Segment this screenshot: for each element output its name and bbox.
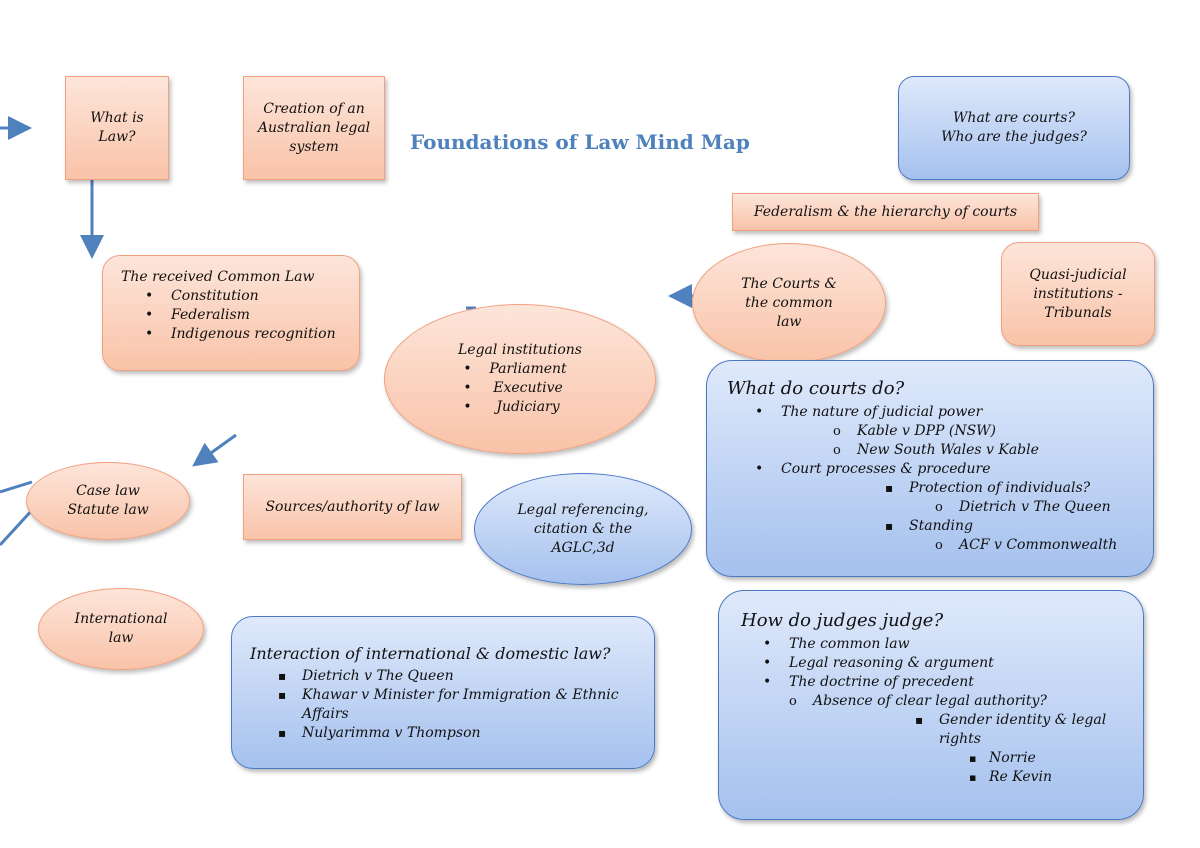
arrow-to-caselaw xyxy=(192,433,237,467)
node-text: The Courts & xyxy=(741,275,837,292)
list-item: Kable v DPP (NSW) xyxy=(833,422,1153,441)
node-text: Who are the judges? xyxy=(941,129,1087,145)
arrow-caselaw-left-2 xyxy=(0,506,36,547)
list-item: Dietrich v The Queen xyxy=(278,667,632,686)
node-text: Sources/authority of law xyxy=(265,498,440,515)
node-text: Australian legal xyxy=(257,119,371,136)
node-quasi-judicial: Quasi-judicial institutions - Tribunals xyxy=(1001,242,1155,346)
node-text: International xyxy=(74,611,168,627)
node-legal-referencing: Legal referencing, citation & the AGLC,3… xyxy=(474,473,692,585)
list-item: Legal reasoning & argument xyxy=(763,654,1143,673)
node-text: Law? xyxy=(98,129,136,145)
list-item: Standing xyxy=(885,517,1153,536)
list-item: New South Wales v Kable xyxy=(833,441,1153,460)
node-international-law: International law xyxy=(38,588,204,670)
list-item: Executive xyxy=(463,379,566,398)
list-item: Constitution xyxy=(145,287,359,306)
node-heading: How do judges judge? xyxy=(741,610,944,631)
page-title: Foundations of Law Mind Map xyxy=(410,130,750,154)
node-text: Case law xyxy=(76,483,140,499)
node-text: institutions - xyxy=(1033,285,1123,302)
list-item: Khawar v Minister for Immigration & Ethn… xyxy=(278,686,632,724)
node-federalism: Federalism & the hierarchy of courts xyxy=(732,193,1039,231)
list-item: Nulyarimma v Thompson xyxy=(278,724,632,743)
node-courts-common-law: The Courts & the common law xyxy=(692,243,886,363)
node-heading: The received Common Law xyxy=(121,269,315,285)
node-text: What is xyxy=(90,110,144,126)
list-item: Dietrich v The Queen xyxy=(935,498,1153,517)
list-item: Indigenous recognition xyxy=(145,325,359,344)
node-received-common-law: The received Common Law Constitution Fed… xyxy=(102,255,360,371)
node-courts-judges: What are courts? Who are the judges? xyxy=(898,76,1130,180)
node-legal-institutions: Legal institutions Parliament Executive … xyxy=(384,304,656,454)
node-text: AGLC,3d xyxy=(551,539,615,556)
list-item: Gender identity & legal xyxy=(915,711,1143,730)
list-item: The nature of judicial power xyxy=(755,403,1153,422)
node-text: Quasi-judicial xyxy=(1029,266,1127,283)
list-item: The doctrine of precedent xyxy=(763,673,1143,692)
node-case-law: Case law Statute law xyxy=(26,462,190,540)
node-text: law xyxy=(776,313,802,330)
node-sources: Sources/authority of law xyxy=(243,474,462,540)
list-item: Norrie xyxy=(969,749,1143,768)
node-heading: What do courts do? xyxy=(727,378,905,399)
list-item: ACF v Commonwealth xyxy=(935,536,1153,555)
node-text: system xyxy=(289,138,339,155)
list-item: Protection of individuals? xyxy=(885,479,1153,498)
list-item: Parliament xyxy=(463,360,566,379)
node-heading: Legal institutions xyxy=(458,342,582,358)
list-item: Court processes & procedure xyxy=(755,460,1153,479)
node-text: Statute law xyxy=(67,502,149,518)
node-text: What are courts? xyxy=(953,110,1075,126)
node-text: Tribunals xyxy=(1044,304,1112,321)
node-how-do-judges-judge: How do judges judge? The common law Lega… xyxy=(718,590,1144,820)
node-text: the common xyxy=(745,294,833,311)
list-item: Absence of clear legal authority? xyxy=(789,692,1143,711)
node-text: Federalism & the hierarchy of courts xyxy=(753,203,1018,220)
node-interaction: Interaction of international & domestic … xyxy=(231,616,655,769)
node-text: citation & the xyxy=(533,520,633,537)
node-what-is-law: What is Law? xyxy=(65,76,169,180)
list-item: Federalism xyxy=(145,306,359,325)
node-heading: Interaction of international & domestic … xyxy=(250,644,611,663)
node-creation: Creation of an Australian legal system xyxy=(243,76,385,180)
list-item: The common law xyxy=(763,635,1143,654)
arrow-caselaw-left-1 xyxy=(0,480,33,494)
node-text: Legal referencing, xyxy=(517,501,649,518)
node-text: law xyxy=(108,630,134,646)
node-text: Creation of an xyxy=(263,100,365,117)
list-item: Re Kevin xyxy=(969,768,1143,787)
list-item: rights xyxy=(939,731,981,747)
list-item: Judiciary xyxy=(463,398,566,417)
node-what-do-courts-do: What do courts do? The nature of judicia… xyxy=(706,360,1154,577)
